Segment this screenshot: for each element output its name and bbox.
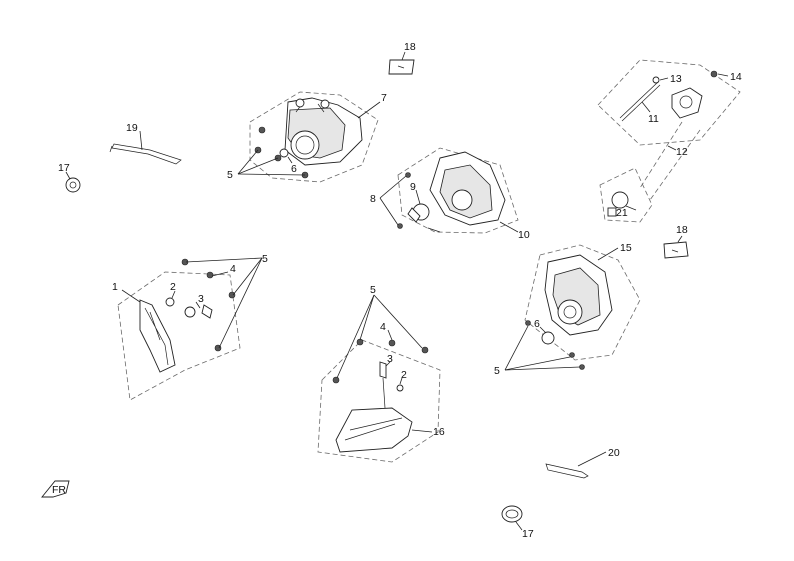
callout-4-bottom: 4: [380, 321, 386, 333]
callout-18-right: 18: [676, 224, 688, 236]
callout-19: 19: [126, 122, 138, 134]
callout-11: 11: [648, 113, 659, 125]
callout-15: 15: [620, 242, 632, 254]
part-5-screws-top: 5 6: [227, 149, 306, 181]
callout-3-left: 3: [198, 293, 204, 305]
callout-17-left: 17: [58, 162, 70, 174]
part-16-turn-signal-bottom: 5 4 3 2 16: [317, 284, 445, 463]
callout-2-bottom: 2: [401, 369, 407, 381]
callout-2-left: 2: [170, 281, 176, 293]
part-15-headlight-right: 15 6 5: [494, 242, 641, 377]
front-direction-arrow-icon: FR: [41, 480, 70, 498]
part-11-14-tail-assembly: 14 13 11 12: [597, 59, 742, 201]
callout-1: 1: [112, 281, 118, 293]
part-19-rod: 19: [109, 122, 182, 165]
callout-7: 7: [381, 92, 387, 104]
callout-5-bottom: 5: [370, 284, 376, 296]
callout-20: 20: [608, 447, 620, 459]
callout-4-left: 4: [230, 263, 236, 275]
callout-12: 12: [676, 146, 688, 158]
part-18-plate-right: 18: [663, 224, 689, 259]
callout-3-bottom: 3: [387, 353, 393, 365]
part-1-turn-signal-left: 1 2 3 4 5: [112, 253, 268, 401]
callout-6-right: 6: [534, 318, 540, 330]
callout-10: 10: [518, 229, 530, 241]
callout-14: 14: [730, 71, 742, 83]
callout-5-right: 5: [494, 365, 500, 377]
callout-16: 16: [433, 426, 445, 438]
part-21-mount-bracket: 21: [599, 167, 653, 223]
part-18-plate-top: 18: [388, 41, 416, 75]
callout-5-left: 5: [262, 253, 268, 265]
part-10-headlight-center: 8 9 10: [370, 147, 530, 241]
callout-8: 8: [370, 193, 376, 205]
callout-5-top: 5: [227, 169, 233, 181]
front-marker-label: FR: [52, 484, 66, 496]
callout-21: 21: [616, 207, 628, 219]
part-7-headlight-top: 7: [249, 91, 387, 183]
callout-17-bottom: 17: [522, 528, 534, 540]
part-17-grommet-bottom: 17: [501, 505, 534, 540]
callout-13: 13: [670, 73, 682, 85]
part-20-bracket: 20: [545, 447, 620, 479]
callout-9: 9: [410, 181, 416, 193]
part-17-grommet-left: 17: [58, 162, 81, 193]
callout-18-top: 18: [404, 41, 416, 53]
callout-6-top: 6: [291, 163, 297, 175]
